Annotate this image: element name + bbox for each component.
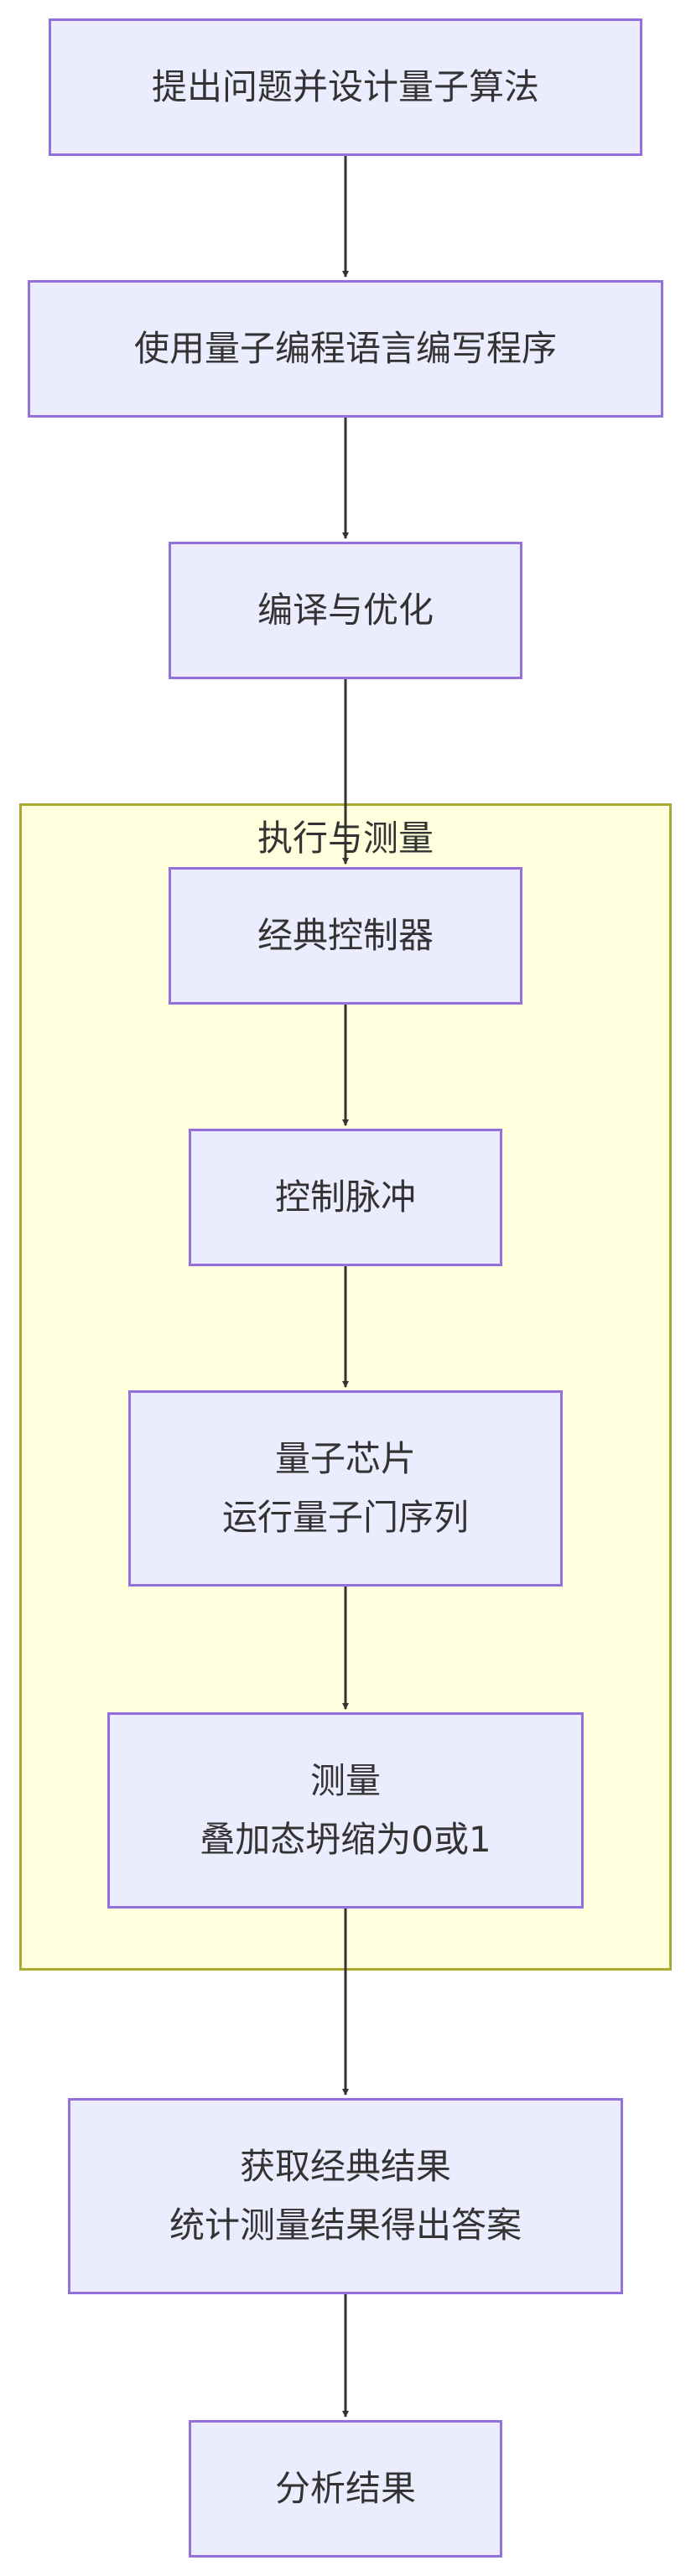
node-compile-optimize: 编译与优化 [169,542,522,679]
node-text-line: 分析结果 [274,2468,416,2509]
node-text-line: 叠加态坍缩为0或1 [200,1819,491,1860]
node-text-line: 控制脉冲 [274,1176,416,1218]
node-text-line: 量子芯片 [274,1438,416,1479]
node-text-line: 经典控制器 [257,915,434,956]
node-control-pulse: 控制脉冲 [189,1129,502,1266]
node-text-line: 获取经典结果 [239,2146,451,2187]
node-text-line: 测量 [309,1760,381,1801]
node-design-algorithm: 提出问题并设计量子算法 [49,18,642,156]
node-classical-controller: 经典控制器 [169,867,522,1005]
node-classical-result: 获取经典结果 统计测量结果得出答案 [68,2098,623,2294]
node-measurement: 测量 叠加态坍缩为0或1 [107,1712,584,1909]
node-text-line: 使用量子编程语言编写程序 [133,328,557,369]
node-analyze-result: 分析结果 [189,2420,502,2558]
node-text-line: 编译与优化 [257,589,434,631]
node-quantum-chip: 量子芯片 运行量子门序列 [128,1390,563,1587]
node-text-line: 运行量子门序列 [221,1497,469,1538]
node-write-program: 使用量子编程语言编写程序 [28,280,663,418]
node-text-line: 统计测量结果得出答案 [169,2205,522,2246]
node-text-line: 提出问题并设计量子算法 [151,66,539,107]
